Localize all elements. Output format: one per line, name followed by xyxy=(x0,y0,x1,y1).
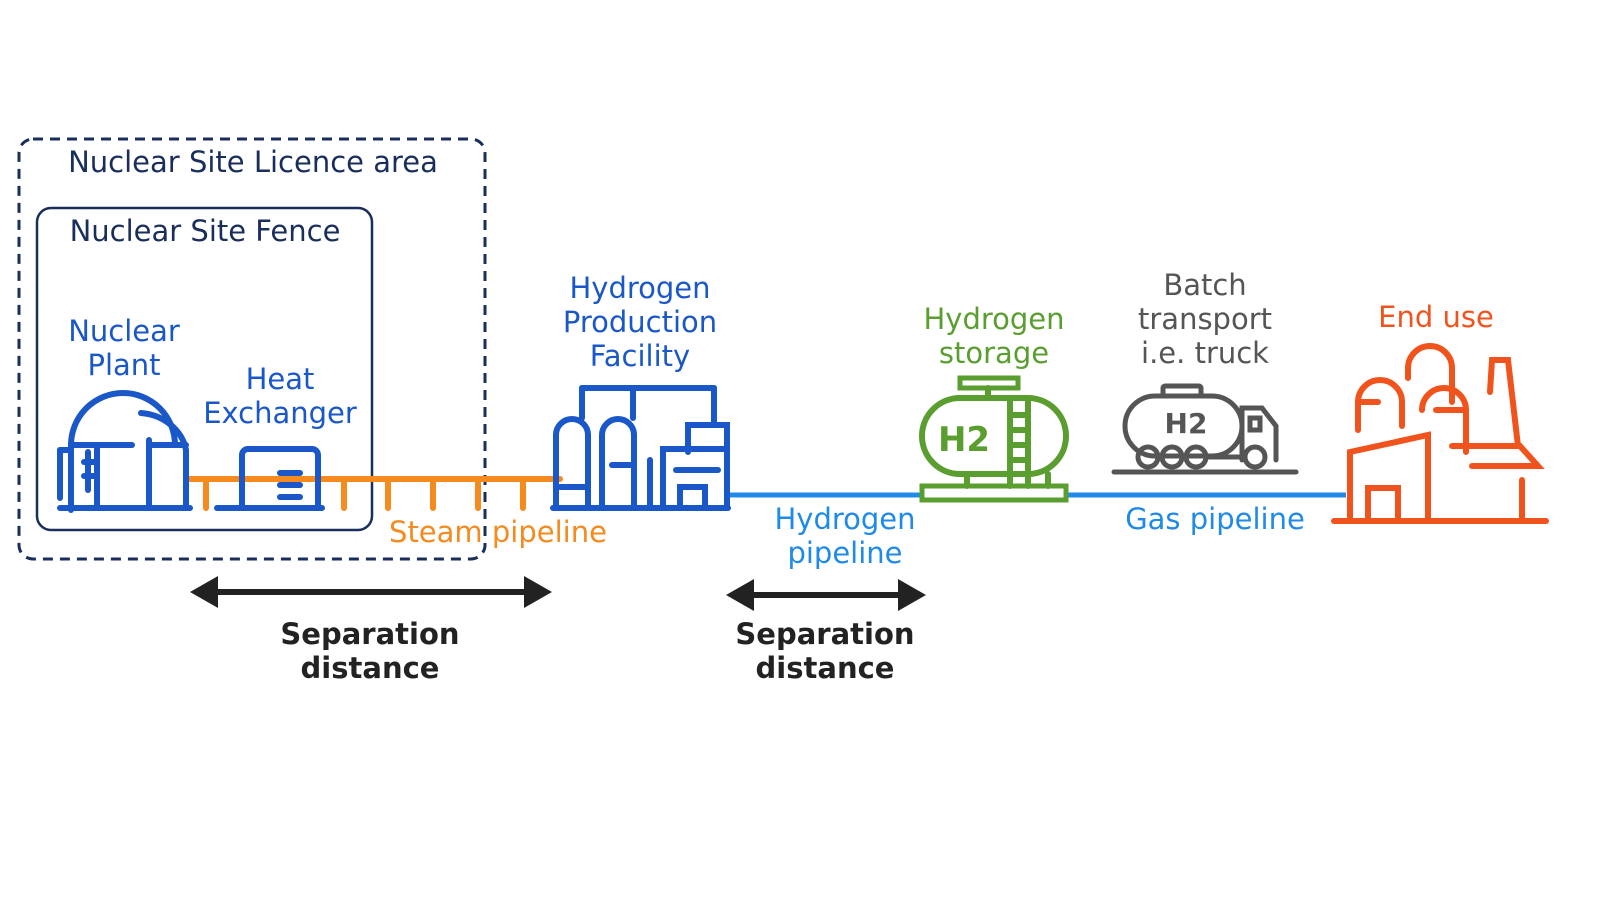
batch-transport-label: Batch transport i.e. truck xyxy=(1138,268,1272,370)
factory-icon xyxy=(1331,343,1549,524)
hydrogen-storage-label: Hydrogen storage xyxy=(923,302,1065,370)
hydrogen-production-icon xyxy=(550,385,731,511)
end-use-label: End use xyxy=(1378,300,1494,334)
site-fence-label: Nuclear Site Fence xyxy=(69,214,341,248)
gas-pipeline-label: Gas pipeline xyxy=(1125,502,1305,536)
nuclear-plant-icon xyxy=(57,390,193,513)
hydrogen-pipeline-label: Hydrogen pipeline xyxy=(774,502,916,570)
hydrogen-truck-icon xyxy=(1111,383,1299,475)
truck-h2-label: H2 xyxy=(1165,407,1208,440)
steam-pipeline-label: Steam pipeline xyxy=(389,515,607,549)
tank-h2-label: H2 xyxy=(938,420,990,460)
heat-exchanger-label: Heat Exchanger xyxy=(203,362,357,430)
separation-arrow-2 xyxy=(726,579,926,611)
separation-arrow-1 xyxy=(190,576,552,608)
separation-distance-label-1: Separation distance xyxy=(280,617,460,685)
heat-exchanger-icon xyxy=(214,446,325,511)
hydrogen-tank-icon xyxy=(919,375,1069,503)
separation-distance-label-2: Separation distance xyxy=(735,617,915,685)
nuclear-plant-label: Nuclear Plant xyxy=(68,314,180,382)
hydrogen-production-label: Hydrogen Production Facility xyxy=(562,271,718,373)
licence-area-label: Nuclear Site Licence area xyxy=(68,145,438,179)
site-fence-boundary xyxy=(35,206,374,532)
licence-area-boundary xyxy=(17,137,487,561)
steam-pipeline-line xyxy=(187,476,563,511)
